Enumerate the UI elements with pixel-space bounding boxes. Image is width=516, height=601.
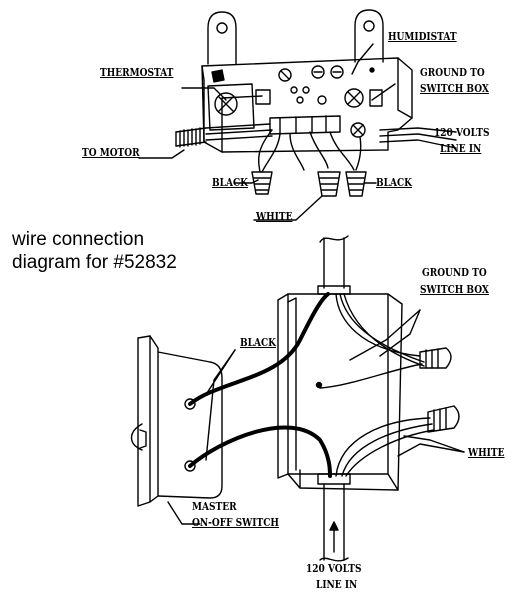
label-humidistat: HUMIDISTAT	[388, 30, 457, 43]
label-ground-to-box: GROUND TO	[422, 266, 487, 279]
label-black-switch: BLACK	[240, 336, 276, 349]
label-switch-box-top: SWITCH BOX	[420, 82, 489, 95]
bottom-leader-lines	[167, 309, 465, 525]
switch-box	[277, 293, 403, 562]
thermostat-module	[207, 83, 255, 131]
mounting-tab-right	[354, 9, 384, 63]
label-120-volts-top: 120 VOLTS	[434, 126, 490, 139]
switch-box-wiring	[188, 292, 460, 478]
caption-line-2: diagram for #52832	[12, 252, 177, 273]
label-thermostat: THERMOSTAT	[100, 66, 174, 79]
label-black-left: BLACK	[212, 176, 248, 189]
wire-nut-top-3	[345, 171, 367, 197]
label-120-volts-bottom: 120 VOLTS	[306, 562, 362, 575]
label-black-right: BLACK	[376, 176, 412, 189]
motor-cable	[175, 127, 207, 147]
wire-nut-box-1	[419, 347, 452, 369]
line-in-cable-top	[379, 127, 457, 149]
switch-box-front	[287, 293, 389, 475]
black-wire-1	[188, 292, 330, 406]
black-wire-2	[188, 425, 332, 478]
wire-nut-box-2	[427, 405, 460, 433]
connector-cable	[317, 235, 351, 295]
wire-nut-top-1	[251, 171, 273, 195]
control-box-assembly	[175, 9, 457, 197]
label-white-top: WHITE	[256, 210, 293, 223]
switch-plate	[137, 335, 151, 507]
caption-line-1: wire connection	[12, 229, 145, 250]
top-leader-lines	[138, 43, 396, 221]
control-box-body	[201, 57, 413, 153]
label-line-in-top: LINE IN	[440, 142, 482, 155]
label-to-motor: TO MOTOR	[82, 146, 140, 159]
label-ground-to-top: GROUND TO	[420, 66, 485, 79]
diagram-caption: wire connection diagram for #52832	[12, 228, 177, 274]
mounting-tab-left	[207, 11, 237, 65]
switch-body	[157, 351, 223, 499]
wire-nut-top-2	[317, 171, 341, 197]
label-master: MASTER	[192, 500, 237, 513]
master-switch	[130, 335, 223, 507]
label-line-in-bottom: LINE IN	[316, 578, 358, 591]
label-on-off-switch: ON-OFF SWITCH	[192, 516, 279, 529]
label-switch-box-box: SWITCH BOX	[420, 283, 489, 296]
label-white-switch: WHITE	[468, 446, 505, 459]
